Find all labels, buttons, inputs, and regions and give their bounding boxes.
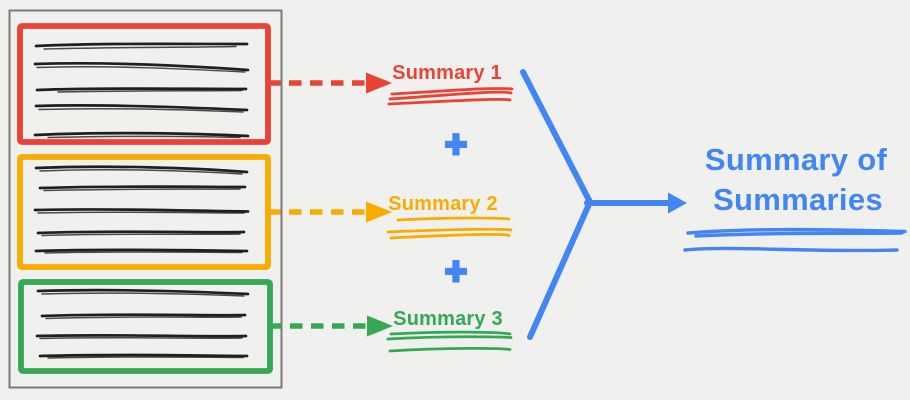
document-section-1 [17,23,271,145]
source-document [8,9,283,389]
document-outline [8,9,283,389]
summary-2-label: Summary 2 [388,193,498,215]
summary-1-arrowhead-icon [366,72,392,94]
section-2-text-scribbles [33,165,250,254]
merge-line-top [520,69,593,205]
map-arrows [268,72,393,337]
merge-arrowhead-icon [668,192,687,214]
document-section-3 [18,279,273,374]
summary-3-label: Summary 3 [393,308,503,330]
summary-3-arrow [269,315,393,337]
summary-3: Summary 3 [386,308,513,353]
summary-3-underline-scribble [386,330,513,353]
summary-2-arrowhead-icon [366,201,392,223]
merge-connector [520,69,671,340]
summary-2: Summary 2 [386,193,513,240]
section-1-text-scribbles [33,42,250,139]
summary-2-underline-scribble [386,216,513,240]
result-underline-scribble [683,227,907,253]
summary-2-arrow [268,201,392,223]
summary-3-arrowhead-icon [367,315,393,337]
summary-1-label: Summary 1 [392,62,502,84]
summary-1: Summary 1 [387,62,514,106]
section-3-text-scribbles [35,288,250,359]
summary-1-arrow [268,72,392,94]
summary-1-underline-scribble [387,87,514,106]
document-section-2 [17,154,271,270]
result-label-line2: Summaries [713,182,883,217]
plus-operator-2: + [445,251,467,293]
merge-line-bottom [527,199,593,340]
result-label-line1: Summary of [705,142,888,177]
result: Summary of Summaries [683,142,907,253]
plus-operator-1: + [445,124,467,166]
